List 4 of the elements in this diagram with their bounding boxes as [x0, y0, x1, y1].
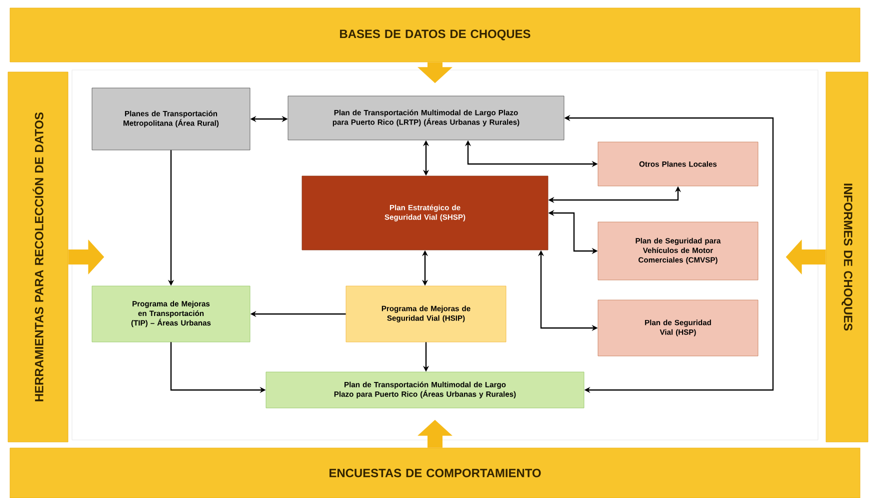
banner: BASES DE DATOS DE CHOQUES	[10, 8, 860, 62]
banner: INFORMES DE CHOQUES	[826, 72, 868, 442]
banner: HERRAMIENTAS PARA RECOLECCIÓN DE DATOS	[8, 72, 68, 442]
banner: ENCUESTAS DE COMPORTAMIENTO	[10, 448, 860, 498]
